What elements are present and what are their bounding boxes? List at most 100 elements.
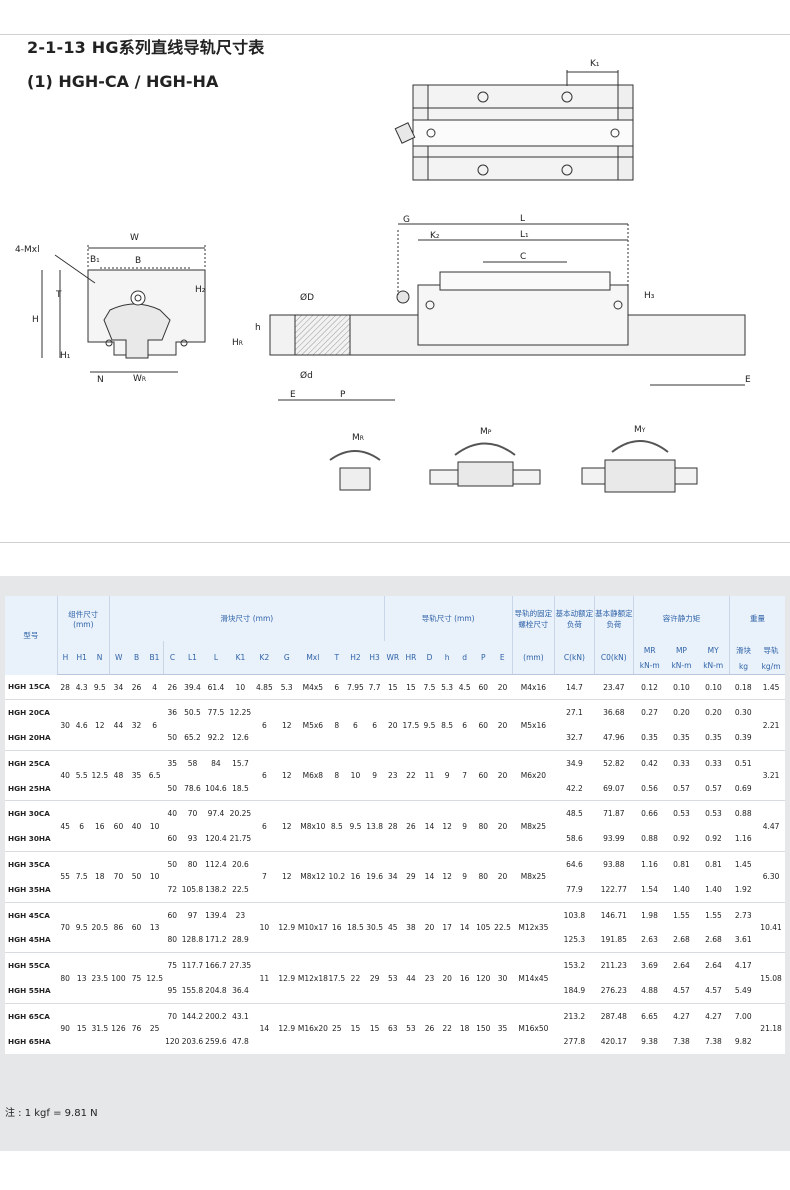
cell-cd: 125.3 (554, 927, 595, 953)
cell-n: 12.5 (90, 749, 110, 801)
cell-l: 61.4 (204, 674, 228, 700)
cell-h: 17 (438, 901, 456, 953)
cell-e: 20 (492, 699, 513, 751)
page-title: 2-1-13 HG系列直线导轨尺寸表 (27, 38, 265, 57)
cell-my: 0.92 (697, 826, 730, 852)
cell-e: 20 (492, 674, 513, 700)
cell-b1: 13 (145, 901, 164, 953)
cell-my: 7.38 (697, 1028, 730, 1054)
cell-d: 9 (455, 851, 474, 903)
cell-l1: 65.2 (180, 725, 205, 751)
cell-wr: 10.41 (757, 901, 785, 953)
svg-text:L: L (520, 214, 525, 224)
svg-text:H₃: H₃ (644, 291, 655, 301)
cell-c: 70 (163, 1002, 181, 1029)
cell-cd: 42.2 (554, 775, 595, 801)
cell-mp: 0.10 (665, 674, 698, 700)
cell-hr: 53 (401, 1002, 421, 1054)
cell-wr: 63 (384, 1002, 402, 1054)
cell-h3: 15 (365, 1002, 385, 1054)
cell-t: 10.2 (327, 851, 346, 903)
cell-wb: 1.45 (729, 851, 758, 877)
cell-my: 0.20 (697, 699, 730, 726)
svg-text:H₂: H₂ (195, 285, 206, 295)
svg-text:MR: MR (352, 433, 364, 443)
model-cell: HGH 45HA (5, 927, 58, 953)
cell-l: 259.6 (204, 1028, 228, 1054)
cell-l1: 78.6 (180, 775, 205, 801)
cell-my: 0.57 (697, 775, 730, 801)
svg-text:B: B (135, 256, 141, 266)
cell-l1: 203.6 (180, 1028, 205, 1054)
cell-l1: 58 (180, 749, 205, 776)
cell-p: 60 (473, 699, 493, 751)
subheader-cell: G (275, 641, 298, 675)
subheader-cell: HR (401, 641, 421, 675)
cell-b: 60 (127, 901, 146, 953)
cell-h: 12 (438, 851, 456, 903)
cell-l1: 128.8 (180, 927, 205, 953)
cell-k2: 14 (253, 1002, 276, 1054)
cell-h: 30 (57, 699, 74, 751)
subheader-cell: K2 (253, 641, 276, 675)
header-weight: 重量 (728, 596, 785, 641)
cell-l1: 80 (180, 851, 205, 877)
cell-l1: 70 (180, 800, 205, 827)
cell-cd: 103.8 (554, 901, 595, 928)
cell-l: 204.8 (204, 978, 228, 1004)
subheader-cell: L (204, 641, 228, 675)
cell-wr: 23 (384, 749, 402, 801)
unit-label: kg (738, 661, 749, 671)
cell-e: 20 (492, 851, 513, 903)
cell-hr: 26 (401, 800, 421, 852)
subheader-cell: (mm) (511, 641, 555, 675)
header-assembly: 组件尺寸 (mm) (56, 596, 110, 641)
cell-my: 1.40 (697, 876, 730, 903)
model-cell: HGH 45CA (5, 901, 58, 928)
subheader-cell: B1 (145, 641, 164, 675)
cell-c: 80 (163, 927, 181, 953)
cell-d: 16 (455, 952, 474, 1004)
technical-drawing: K₁ W B₁ B 4-Mxl T H₂ H H₁ N WR (15, 59, 751, 493)
cell-w: 44 (109, 699, 128, 751)
cell-d: 9.5 (420, 699, 439, 751)
cell-h2: 22 (345, 952, 366, 1004)
svg-text:E: E (745, 375, 751, 385)
cell-bolt: M14x45 (512, 952, 555, 1004)
cell-h: 70 (57, 901, 74, 953)
model-cell: HGH 65CA (5, 1002, 58, 1029)
cell-cd: 58.6 (554, 826, 595, 852)
model-cell: HGH 35CA (5, 851, 58, 877)
cell-h1: 6 (73, 800, 91, 852)
cell-my: 0.81 (697, 851, 730, 877)
model-cell: HGH 55CA (5, 952, 58, 979)
cell-wb: 1.16 (729, 826, 758, 852)
cell-h: 55 (57, 851, 74, 903)
cell-w: 60 (109, 800, 128, 852)
cell-n: 31.5 (90, 1002, 110, 1054)
svg-text:E: E (290, 390, 296, 400)
top-view (394, 70, 634, 181)
cell-c0: 71.87 (594, 800, 634, 827)
cell-l: 77.5 (204, 699, 228, 726)
cell-n: 16 (90, 800, 110, 852)
cell-l: 92.2 (204, 725, 228, 751)
header-dynamic: 基本动额定负荷 (554, 596, 595, 641)
cell-c0: 52.82 (594, 749, 634, 776)
cell-wr: 21.18 (757, 1002, 785, 1054)
cell-wr: 15.08 (757, 952, 785, 1004)
cell-c0: 93.88 (594, 851, 634, 877)
svg-text:4-Mxl: 4-Mxl (15, 245, 40, 255)
subheader-cell: C (163, 641, 181, 675)
cell-l: 112.4 (204, 851, 228, 877)
cell-mr: 6.65 (633, 1002, 666, 1029)
cell-l: 166.7 (204, 952, 228, 979)
cell-mr: 1.98 (633, 901, 666, 928)
cell-bolt: M5x16 (512, 699, 555, 751)
cell-mr: 0.12 (633, 674, 666, 700)
cell-h: 5.3 (438, 674, 456, 700)
subheader-cell: P (473, 641, 493, 675)
